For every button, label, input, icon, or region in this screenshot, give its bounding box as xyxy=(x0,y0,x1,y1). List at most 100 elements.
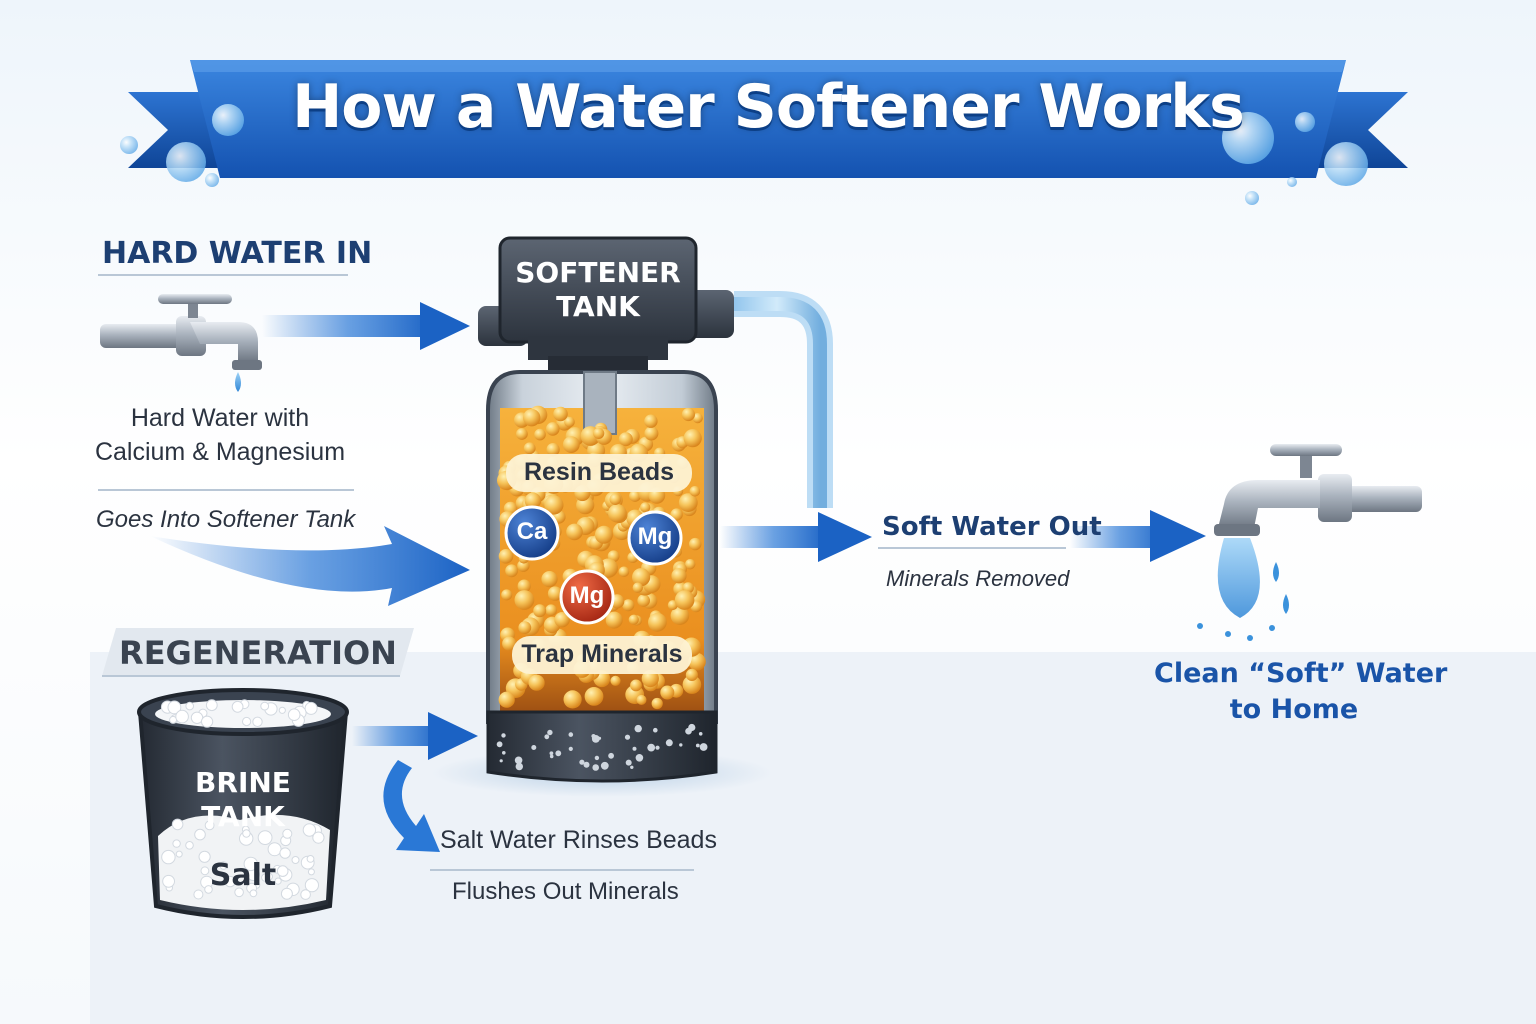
gravel-piece xyxy=(515,762,523,771)
regeneration-heading: REGENERATION xyxy=(119,634,397,672)
salt-crystal xyxy=(171,818,184,831)
gravel-piece xyxy=(600,761,609,770)
resin-bead xyxy=(505,564,518,578)
hard-water-desc-line1: Hard Water with xyxy=(130,404,310,432)
resin-bead xyxy=(618,566,630,578)
resin-bead xyxy=(610,675,621,686)
resin-bead xyxy=(546,422,560,436)
salt-crystal xyxy=(194,828,206,841)
resin-bead xyxy=(689,486,701,497)
resin-bead xyxy=(593,427,605,439)
minerals-removed-label: Minerals Removed xyxy=(886,566,1070,591)
gravel-piece xyxy=(583,761,590,768)
resin-bead xyxy=(670,606,690,625)
faucet-icon xyxy=(1214,444,1422,536)
curved-arrow-icon xyxy=(383,760,440,852)
ion-calcium xyxy=(504,505,560,561)
salt-crystal xyxy=(175,709,189,724)
gravel-piece xyxy=(547,729,553,736)
gravel-piece xyxy=(568,746,573,752)
resin-bead xyxy=(501,589,513,601)
bubble-icon xyxy=(120,104,1368,205)
resin-bead xyxy=(605,611,623,629)
water-drop-icon xyxy=(235,372,241,392)
gravel-piece xyxy=(630,765,634,769)
ion-magnesium xyxy=(627,510,683,566)
salt-crystal xyxy=(243,856,259,872)
salt-crystal xyxy=(205,699,218,712)
resin-bead xyxy=(674,590,695,610)
gravel-piece xyxy=(592,764,599,771)
gravel-piece xyxy=(579,759,585,765)
resin-bead xyxy=(553,406,568,422)
salt-crystal xyxy=(204,885,213,894)
ion-mg-label: Mg xyxy=(637,523,673,550)
salt-crystal xyxy=(175,850,183,858)
salt-crystal xyxy=(302,823,317,837)
regeneration-tab xyxy=(102,628,414,676)
gravel-piece xyxy=(549,754,554,759)
resin-bead xyxy=(651,697,663,710)
salt-crystal xyxy=(190,711,204,724)
resin-bead xyxy=(547,586,563,601)
salt-crystal xyxy=(267,842,282,857)
salt-crystal xyxy=(234,887,244,898)
resin-bead xyxy=(618,432,633,447)
salt-crystal xyxy=(304,878,319,893)
resin-bead xyxy=(637,594,650,607)
resin-bead xyxy=(685,559,696,570)
resin-bead xyxy=(524,492,542,509)
resin-bead xyxy=(671,568,687,584)
salt-crystal xyxy=(261,873,270,882)
hard-water-desc-line2: Calcium & Magnesium xyxy=(94,438,346,466)
salt-crystal xyxy=(162,874,176,888)
resin-bead xyxy=(545,604,557,616)
salt-crystal xyxy=(276,865,289,877)
resin-bead xyxy=(681,407,696,422)
arrow-right-icon xyxy=(720,510,1206,562)
salt-crystal xyxy=(279,847,291,859)
resin-bead xyxy=(608,504,627,523)
gravel-piece xyxy=(549,751,554,756)
resin-bead xyxy=(533,604,547,618)
flushes-out-label: Flushes Out Minerals xyxy=(452,878,679,905)
gravel-piece xyxy=(632,746,637,751)
salt-water-rinses-label: Salt Water Rinses Beads xyxy=(440,826,717,854)
gravel-piece xyxy=(514,756,523,765)
salt-label: Salt xyxy=(209,858,277,893)
salt-crystal xyxy=(231,700,244,713)
resin-bead xyxy=(584,687,604,706)
gravel-piece xyxy=(685,727,692,735)
salt-crystal xyxy=(300,889,311,900)
hard-water-heading: HARD WATER IN xyxy=(102,236,373,271)
resin-bead xyxy=(630,679,642,692)
salt-crystal xyxy=(242,829,251,838)
salt-crystal xyxy=(198,850,211,863)
resin-bead xyxy=(609,493,622,506)
title-banner xyxy=(128,60,1408,178)
resin-bead xyxy=(678,493,698,512)
resin-bead xyxy=(523,442,536,455)
salt-crystal xyxy=(304,701,318,715)
gravel-piece xyxy=(502,751,506,755)
water-drop-icon xyxy=(1197,538,1289,641)
resin-bead xyxy=(632,568,651,587)
resin-bead xyxy=(648,612,667,632)
gravel-piece xyxy=(591,734,596,739)
resin-bead xyxy=(502,636,517,651)
resin-bead xyxy=(689,537,702,551)
resin-bead xyxy=(622,599,635,612)
gravel-piece xyxy=(698,732,703,736)
resin-bead xyxy=(528,674,545,691)
gravel-piece xyxy=(544,734,550,740)
salt-crystal xyxy=(200,866,210,876)
gravel-piece xyxy=(594,755,600,761)
salt-crystal xyxy=(204,820,215,831)
salt-crystal xyxy=(280,887,293,900)
salt-crystal xyxy=(219,861,228,870)
brine-tank-label-line2: TANK xyxy=(201,800,285,833)
salt-crystal xyxy=(185,701,194,711)
salt-crystal xyxy=(242,716,252,727)
salt-crystal xyxy=(274,877,282,885)
gravel-piece xyxy=(501,733,506,738)
